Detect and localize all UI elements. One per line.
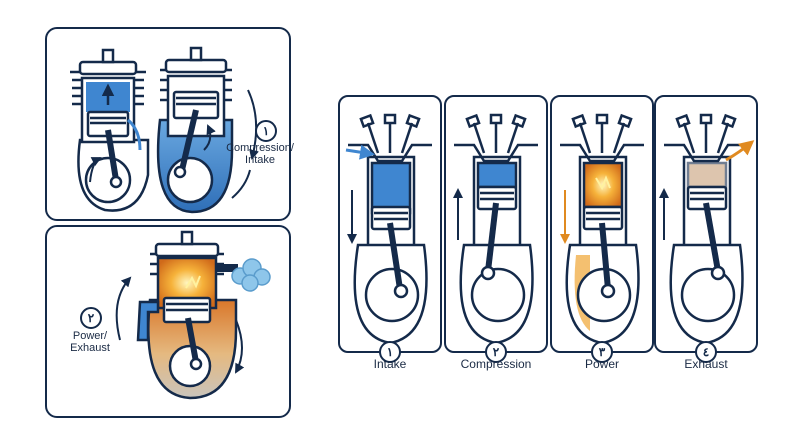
- step-one-badge: ١: [255, 120, 277, 142]
- step-two-badge: ٢: [80, 307, 102, 329]
- spark-icon: [185, 275, 201, 289]
- compression-engine: [454, 113, 538, 345]
- intake-step-label: Intake: [373, 357, 407, 371]
- cycle-arrow-top: [247, 89, 259, 160]
- cycle-arrow-bottom-left: [115, 276, 132, 341]
- power-step-label: Power: [584, 357, 619, 371]
- two-stroke-engine-power: [136, 230, 238, 400]
- exhaust-step-label: Exhaust: [684, 357, 728, 371]
- intake-engine: [348, 113, 432, 345]
- flow-arrow-b: [203, 124, 216, 151]
- power-step-badge: ٣: [591, 341, 613, 363]
- crank-rotation-arrow-a: [89, 157, 102, 183]
- power-exhaust-label: Power/ Exhaust: [60, 330, 120, 354]
- power-exhaust-label-line2: Exhaust: [70, 342, 110, 354]
- power-spark-icon: [595, 175, 611, 191]
- intake-step-badge: ١: [379, 341, 401, 363]
- exhaust-gas-arrow: [725, 140, 755, 162]
- compression-intake-label-line2: Intake: [245, 154, 275, 166]
- intake-air-arrow: [345, 144, 375, 160]
- cycle-arrow-top-tail: [231, 169, 251, 199]
- power-exhaust-label-line1: Power/: [72, 330, 108, 342]
- two-stroke-engine-a: [70, 48, 150, 212]
- compression-intake-label: Compression/ Intake: [226, 142, 294, 166]
- cycle-arrow-bottom-right: [235, 319, 245, 374]
- two-stroke-engine-b: [156, 46, 234, 214]
- power-engine: [560, 113, 644, 345]
- exhaust-engine: [664, 113, 748, 345]
- exhaust-step-badge: ٤: [695, 341, 717, 363]
- compression-intake-label-line1: Compression/: [226, 142, 294, 154]
- compression-step-label: Compression: [460, 357, 532, 371]
- exhaust-smoke-cloud: [231, 258, 271, 292]
- compression-step-badge: ٢: [485, 341, 507, 363]
